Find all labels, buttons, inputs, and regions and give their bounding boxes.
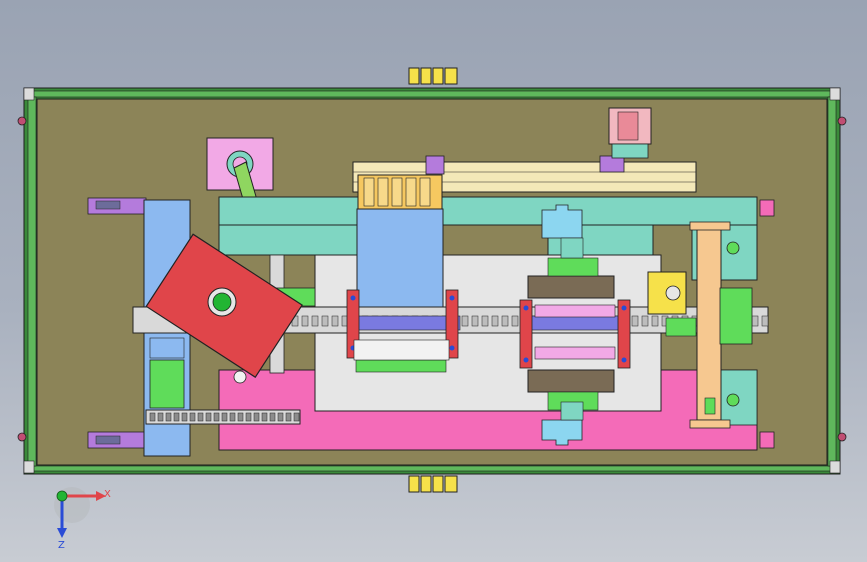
belt-tooth: [761, 315, 769, 327]
belt-tooth: [501, 315, 509, 327]
blue-slide-block: [356, 208, 444, 318]
belt-tooth: [301, 315, 309, 327]
chain-link: [253, 412, 260, 422]
chain-link: [293, 412, 300, 422]
belt-tooth: [751, 315, 759, 327]
belt-tooth: [651, 315, 659, 327]
chain-link: [149, 412, 156, 422]
mold-blocks: [527, 257, 615, 411]
rotating-red-block: [145, 233, 303, 384]
chain-link: [165, 412, 172, 422]
bottom-connectors: [408, 475, 458, 493]
yellow-gripper-block: [357, 174, 443, 210]
chain-link: [221, 412, 228, 422]
chain-link: [269, 412, 276, 422]
left-mount-blocks: [87, 197, 147, 449]
belt-tooth: [331, 315, 339, 327]
teal-plate: [218, 196, 775, 281]
motor-top-right: [608, 107, 652, 159]
chain-link: [157, 412, 164, 422]
chain-link: [189, 412, 196, 422]
chain-link: [197, 412, 204, 422]
chain-link: [213, 412, 220, 422]
gripper-array: [353, 339, 450, 373]
chain-link: [245, 412, 252, 422]
belt-tooth: [631, 315, 639, 327]
chain-link: [261, 412, 268, 422]
chain-link: [277, 412, 284, 422]
belt-tooth: [481, 315, 489, 327]
chain-link: [181, 412, 188, 422]
belt-tooth: [311, 315, 319, 327]
belt-tooth: [641, 315, 649, 327]
cyan-cylinders: [541, 204, 584, 446]
chain-link: [229, 412, 236, 422]
chain-link: [205, 412, 212, 422]
orange-vertical-bar: [689, 221, 731, 429]
belt-tooth: [511, 315, 519, 327]
belt-tooth: [491, 315, 499, 327]
belt-tooth: [471, 315, 479, 327]
lower-chain: [145, 409, 301, 425]
x-axis-label: X: [104, 489, 111, 500]
top-connectors: [408, 67, 458, 85]
z-axis-label: Z: [58, 540, 65, 551]
chain-link: [173, 412, 180, 422]
chain-link: [285, 412, 292, 422]
belt-tooth: [321, 315, 329, 327]
axis-triad: X Z: [54, 487, 111, 551]
sensor-block: [647, 271, 753, 345]
belt-tooth: [461, 315, 469, 327]
chain-link: [237, 412, 244, 422]
red-clamps: [346, 289, 631, 369]
